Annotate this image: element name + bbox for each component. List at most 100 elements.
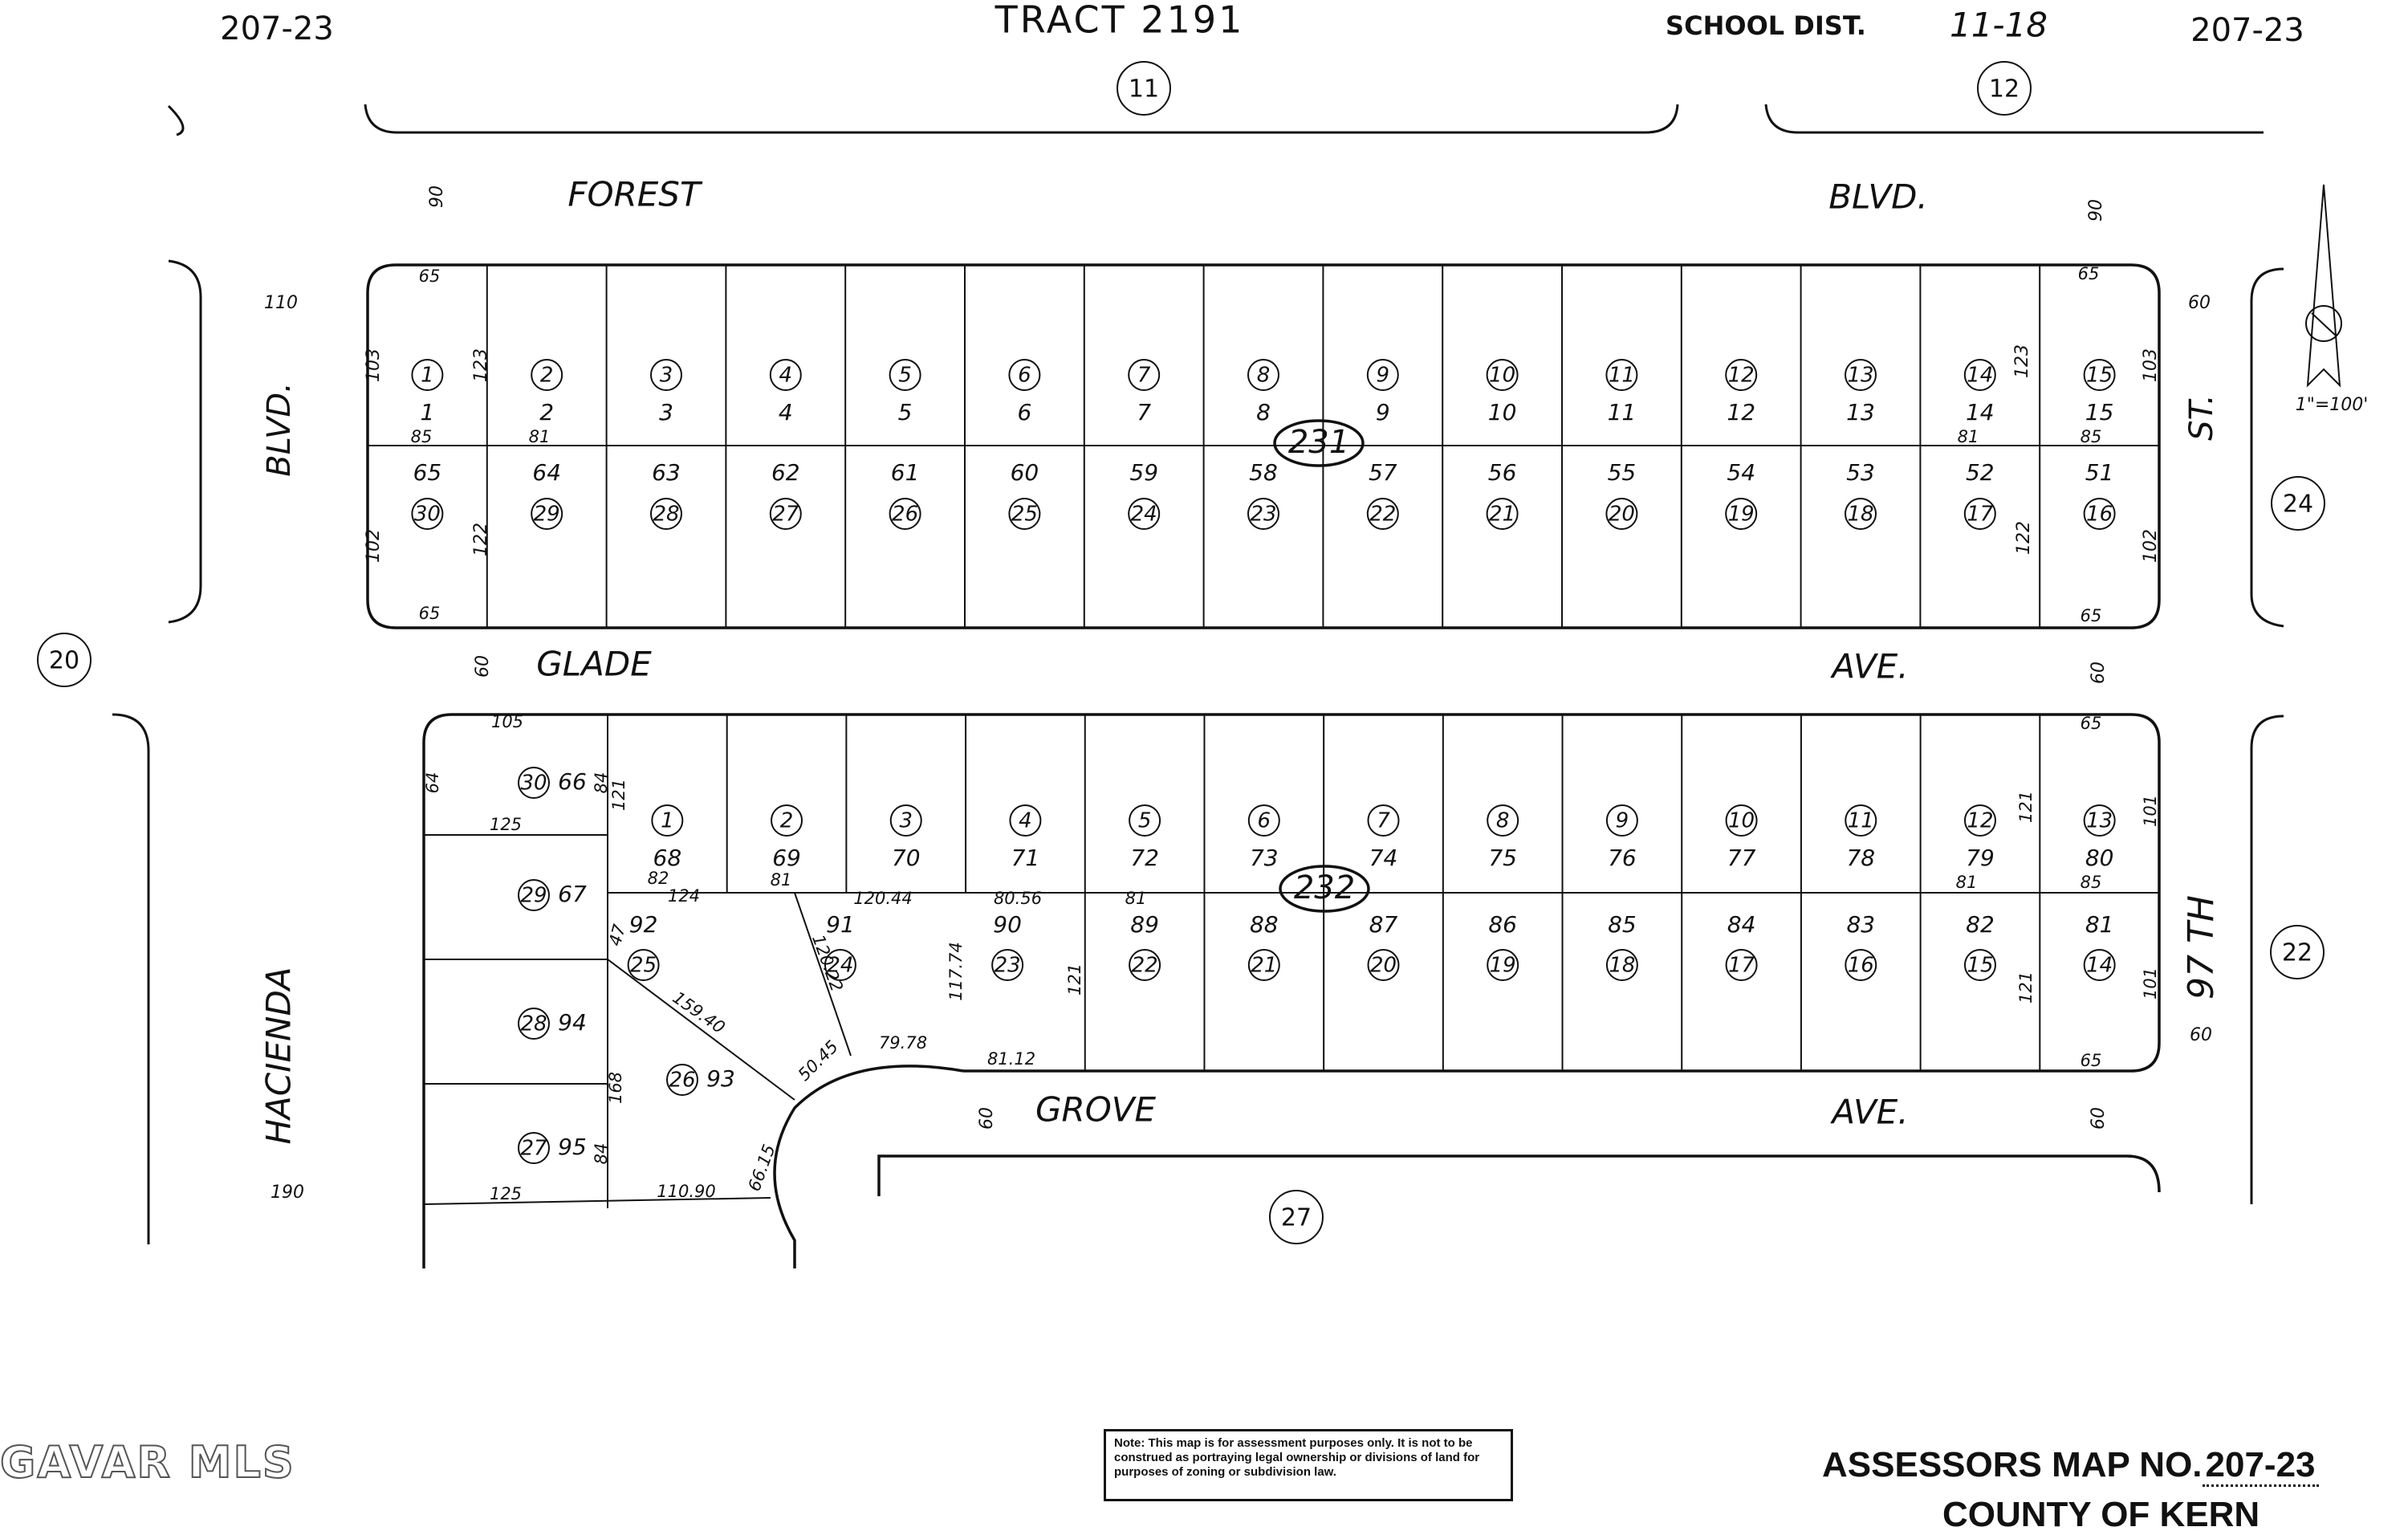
b231-parcel-circle: [769, 498, 802, 530]
b231-parcel-circle: [1725, 498, 1758, 530]
dim-60-grove-left: 60: [977, 1107, 997, 1130]
dim-81: 81: [1956, 873, 1978, 892]
b231-parcel-label: 13: [1847, 364, 1873, 388]
b231-lot-number: 62: [771, 459, 800, 486]
b231-parcel-label: 15: [2086, 364, 2113, 388]
street-forest: FOREST: [567, 175, 703, 214]
b231-lot-number: 64: [532, 459, 561, 486]
b232-parcel-circle: [889, 804, 922, 837]
block-232-label: 232: [1294, 869, 1355, 906]
b232-lot-number: 83: [1846, 911, 1875, 938]
block-12-label: 12: [1989, 75, 2020, 104]
street-97th-st: ST.: [2183, 394, 2220, 441]
dim-122: 122: [471, 523, 491, 556]
b231-lot-number: 59: [1129, 459, 1158, 486]
b232-parcel-label: 6: [1258, 809, 1271, 833]
b232-lot-number: 78: [1846, 845, 1875, 871]
b231-parcel-circle: [1605, 359, 1638, 391]
b232-parcel-label: 14: [2086, 954, 2113, 978]
b232-lot-number: 79: [1966, 845, 1995, 871]
street-left-blvd: BLVD.: [261, 382, 298, 477]
dim-120-44: 120.44: [853, 889, 912, 908]
dim-124: 124: [668, 886, 700, 906]
b232-lot-number: 84: [1727, 911, 1756, 938]
b232-lot-number: 73: [1250, 845, 1279, 871]
dim-121: 121: [1065, 963, 1084, 996]
b231-parcel-label: 24: [1131, 503, 1157, 527]
west-lot-number: 67: [558, 881, 587, 907]
b231-lot-number: 56: [1488, 459, 1517, 486]
b231-lot-number: 12: [1727, 399, 1755, 425]
b232-parcel-label: 24: [827, 954, 853, 978]
tract-boundary-left: [167, 104, 185, 136]
dim-81: 81: [1125, 889, 1147, 908]
b232-parcel-circle: [1963, 804, 1996, 837]
b232-parcel-label: 23: [995, 954, 1021, 978]
dim-121: 121: [609, 779, 628, 811]
b231-parcel-circle: [2083, 498, 2116, 530]
b231-lot-number: 1: [420, 399, 434, 425]
north-arrow-circle: [2305, 305, 2342, 342]
west-parcel-circle: [518, 767, 550, 799]
b232-parcel-circle: [1247, 949, 1280, 981]
block-231-outline: [366, 263, 2161, 629]
dim-110: 110: [264, 293, 298, 313]
b231-lot-number: 8: [1256, 399, 1271, 425]
b231-parcel-circle: [531, 498, 563, 530]
b231-parcel-circle: [411, 359, 444, 391]
b231-lot-number: 60: [1011, 459, 1039, 486]
b232-parcel-label: 20: [1370, 954, 1397, 978]
b232-lot-number: 91: [826, 911, 855, 938]
block-22-label: 22: [2282, 939, 2312, 967]
b231-parcel-label: 10: [1489, 364, 1515, 388]
b231-lot-number: 53: [1846, 459, 1875, 486]
b231-parcel-label: 6: [1018, 364, 1031, 388]
b232-parcel-label: 12: [1967, 809, 1993, 833]
west-parcel-label: 26: [669, 1069, 695, 1093]
b232-parcel-circle: [1367, 949, 1400, 981]
b232-parcel-circle: [1845, 804, 1877, 837]
dim-79-78: 79.78: [879, 1033, 927, 1053]
b232-parcel-circle: [991, 949, 1024, 981]
b232-parcel-circle: [1725, 804, 1758, 837]
b232-parcel-label: 8: [1496, 809, 1510, 833]
dim-190: 190: [270, 1183, 304, 1203]
b231-parcel-circle: [1963, 359, 1996, 391]
dim-103: 103: [2141, 348, 2161, 382]
b231-parcel-label: 11: [1609, 364, 1635, 388]
dim-65: 65: [2081, 1051, 2102, 1070]
b231-parcel-circle: [1366, 498, 1399, 530]
dim-80-56: 80.56: [994, 889, 1042, 908]
dim-123: 123: [2012, 344, 2032, 378]
block-24-label: 24: [2283, 491, 2313, 519]
street-grove-ave: AVE.: [1829, 1093, 1908, 1132]
dim-102: 102: [2141, 529, 2161, 563]
dim-65: 65: [2081, 714, 2102, 733]
b232-parcel-label: 16: [1848, 954, 1874, 978]
mls-watermark: GAVAR MLS: [0, 1436, 295, 1488]
street-forest-blvd: BLVD.: [1828, 177, 1928, 217]
cul-de-sac-curve: [773, 1065, 964, 1268]
county-name: COUNTY OF KERN: [1942, 1495, 2260, 1534]
dim-103: 103: [364, 348, 384, 382]
b232-parcel-label: 3: [899, 809, 913, 833]
diag-lot-line: [607, 959, 795, 1101]
dim-85: 85: [2081, 873, 2102, 892]
hacienda-west-line: [112, 713, 150, 1244]
b232-parcel-label: 13: [2086, 809, 2113, 833]
b232-lot-number: 92: [629, 911, 658, 938]
dim-60-right-top: 60: [2188, 293, 2211, 313]
b231-parcel-circle: [1008, 359, 1041, 391]
b231-parcel-circle: [2083, 359, 2116, 391]
b231-lot-number: 55: [1608, 459, 1637, 486]
dim-47: 47: [605, 922, 629, 948]
dim-81: 81: [771, 870, 792, 890]
map-no-label: ASSESSORS MAP NO.: [1822, 1445, 2203, 1484]
b232-lot-number: 69: [772, 845, 801, 871]
block-232-ellipse: [1279, 865, 1370, 913]
b231-parcel-label: 16: [2086, 503, 2113, 527]
b232-parcel-label: 18: [1609, 954, 1635, 978]
b232-parcel-circle: [1845, 949, 1877, 981]
b231-parcel-label: 7: [1137, 364, 1151, 388]
